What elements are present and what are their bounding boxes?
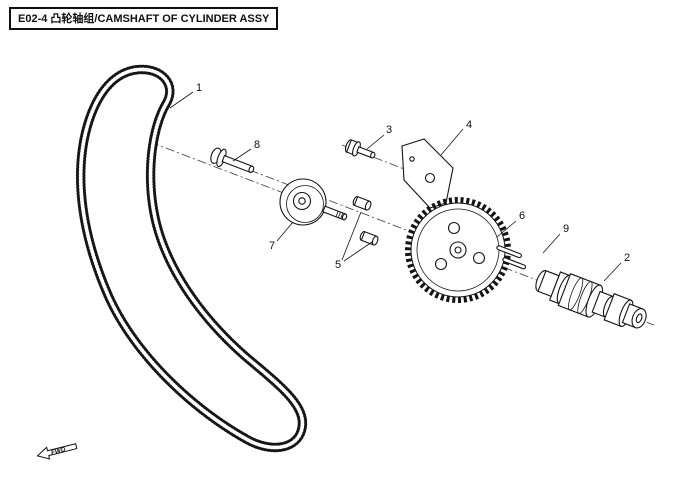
dowel-pin-lower <box>502 257 527 270</box>
fwd-arrow: FWD <box>36 443 78 460</box>
leader-2 <box>603 262 622 282</box>
spacer-sleeves <box>352 195 379 246</box>
callout-8: 8 <box>254 139 260 151</box>
leader-lines <box>169 91 622 282</box>
bolt-tip <box>370 151 376 159</box>
leader-5a <box>341 211 362 261</box>
leader-3 <box>366 134 385 150</box>
sleeve-end <box>364 200 372 211</box>
flange-bolt <box>344 139 376 159</box>
callout-6: 6 <box>519 210 525 222</box>
pin-body <box>502 257 527 270</box>
guide-plate <box>401 138 454 209</box>
callout-7: 7 <box>269 240 275 252</box>
leader-6 <box>496 220 517 238</box>
sleeve-end <box>371 235 379 246</box>
timing-chain-links-outer <box>81 69 303 447</box>
cam-sprocket <box>405 197 511 303</box>
spacer-sleeve-lower <box>359 230 379 246</box>
pin-body <box>496 245 522 259</box>
leader-7 <box>276 221 294 242</box>
callout-9: 9 <box>563 223 569 235</box>
bolt-tip <box>248 165 255 173</box>
leader-5b <box>343 241 373 262</box>
sprocket-bolt-hole <box>447 221 461 235</box>
sprocket-center-hole <box>454 246 462 254</box>
spacer-sleeve-upper <box>352 195 372 211</box>
guide-plate-small-hole <box>409 156 415 162</box>
camshaft-ring-line <box>568 277 584 311</box>
sprocket-carrier <box>279 178 348 226</box>
leader-4 <box>440 128 464 156</box>
thread-line <box>337 211 341 218</box>
thread-line <box>335 211 339 217</box>
fwd-label: FWD <box>50 446 66 456</box>
camshaft <box>535 270 647 329</box>
sprocket-bolt-hole <box>472 251 486 265</box>
timing-chain-links-inner <box>78 67 305 450</box>
tensioner-bolt <box>210 147 255 174</box>
callout-4: 4 <box>466 119 472 131</box>
callout-1: 1 <box>196 82 202 94</box>
flange-bolt-centerline <box>341 144 431 180</box>
timing-chain <box>81 69 303 447</box>
callout-2: 2 <box>624 252 630 264</box>
callout-labels: 1 8 3 4 7 5 6 9 2 <box>196 82 630 271</box>
fwd-arrow-shape <box>36 443 78 460</box>
thread-line <box>340 212 344 219</box>
callout-3: 3 <box>386 124 392 136</box>
carrier-shaft-tip <box>341 213 348 221</box>
callout-5: 5 <box>335 259 341 271</box>
tensioner-bolt-centerline <box>149 141 303 201</box>
leader-8 <box>232 148 252 162</box>
sprocket-bolt-hole <box>434 257 448 271</box>
carrier-center-hole <box>298 197 306 205</box>
dowel-pin-upper <box>496 245 522 259</box>
leader-1 <box>169 91 194 109</box>
dowel-pins <box>496 245 527 270</box>
guide-plate-hole <box>424 172 436 184</box>
carrier-shaft <box>322 205 348 221</box>
leader-9 <box>542 233 561 254</box>
carrier-inner-ring <box>286 185 324 223</box>
title-box: E02-4 凸轮轴组/CAMSHAFT OF CYLINDER ASSY <box>9 7 279 30</box>
diagram-title: E02-4 凸轮轴组/CAMSHAFT OF CYLINDER ASSY <box>18 13 270 25</box>
camshaft-end-hole <box>635 313 643 324</box>
